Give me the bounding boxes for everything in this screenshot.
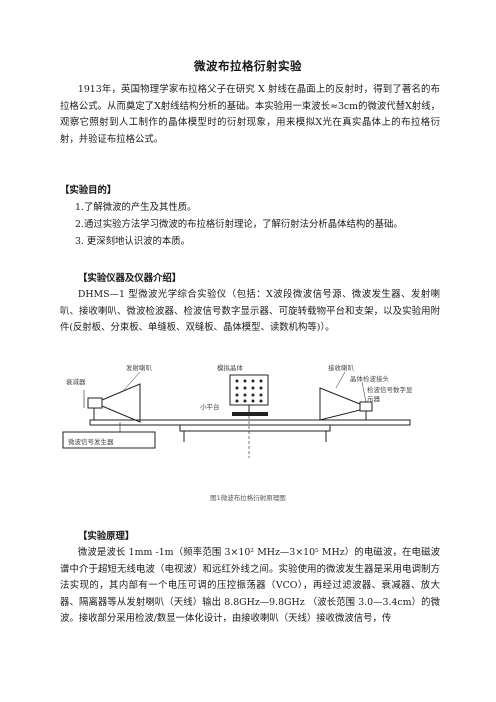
attenuator (87, 397, 103, 409)
apparatus-figure: 衰减器 发射喇叭 模拟晶体 接收喇叭 晶体检波接头 检波信号数字显示器 小平台 … (60, 360, 440, 460)
equipment-heading: 【实验仪器及仪器介绍】 (78, 273, 182, 284)
label-crystal: 模拟晶体 (217, 364, 243, 372)
principle-paragraph: 微波是波长 1mm -1m（频率范围 3×10² MHz—3×10⁵ MHz）的… (60, 547, 440, 624)
purpose-item-3: 3. 更深刻地认识波的本质。 (75, 236, 191, 247)
purpose-item-2: 2.通过实验方法学习微波的布拉格衍射理论，了解衍射法分析晶体结构的基础。 (75, 219, 403, 230)
label-rx-horn: 接收喇叭 (328, 364, 354, 372)
base (179, 424, 331, 432)
label-attenuator: 衰减器 (66, 378, 86, 386)
small-stage (232, 412, 268, 416)
label-stage: 小平台 (200, 403, 220, 411)
crystal-lattice (235, 379, 263, 403)
purpose-item-1: 1.了解微波的产生及其性质。 (75, 202, 197, 213)
principle-heading: 【实验原理】 (78, 531, 135, 542)
label-display: 检波信号数字显示器 (367, 386, 413, 403)
figure-caption: 图1微波布拉格衍射原理图 (210, 494, 286, 502)
tx-horn (101, 383, 141, 423)
purpose-heading: 【实验目的】 (60, 185, 117, 196)
label-detector: 晶体检波接头 (350, 375, 389, 383)
rx-horn (319, 387, 361, 421)
equipment-paragraph: DHMS—1 型微波光学综合实验仪（包括：X波段微波信号源、微波发生器、发射喇叭… (60, 289, 440, 333)
label-tx-horn: 发射喇叭 (126, 364, 152, 372)
signal-source-box (62, 431, 156, 449)
intro-paragraph: 1913年，英国物理学家布拉格父子在研究 X 射线在晶面上的反射时，得到了著名的… (60, 84, 440, 145)
label-source: 微波信号发生器 (68, 438, 114, 446)
apparatus-diagram (62, 371, 411, 458)
page-title: 微波布拉格衍射实验 (194, 59, 302, 73)
